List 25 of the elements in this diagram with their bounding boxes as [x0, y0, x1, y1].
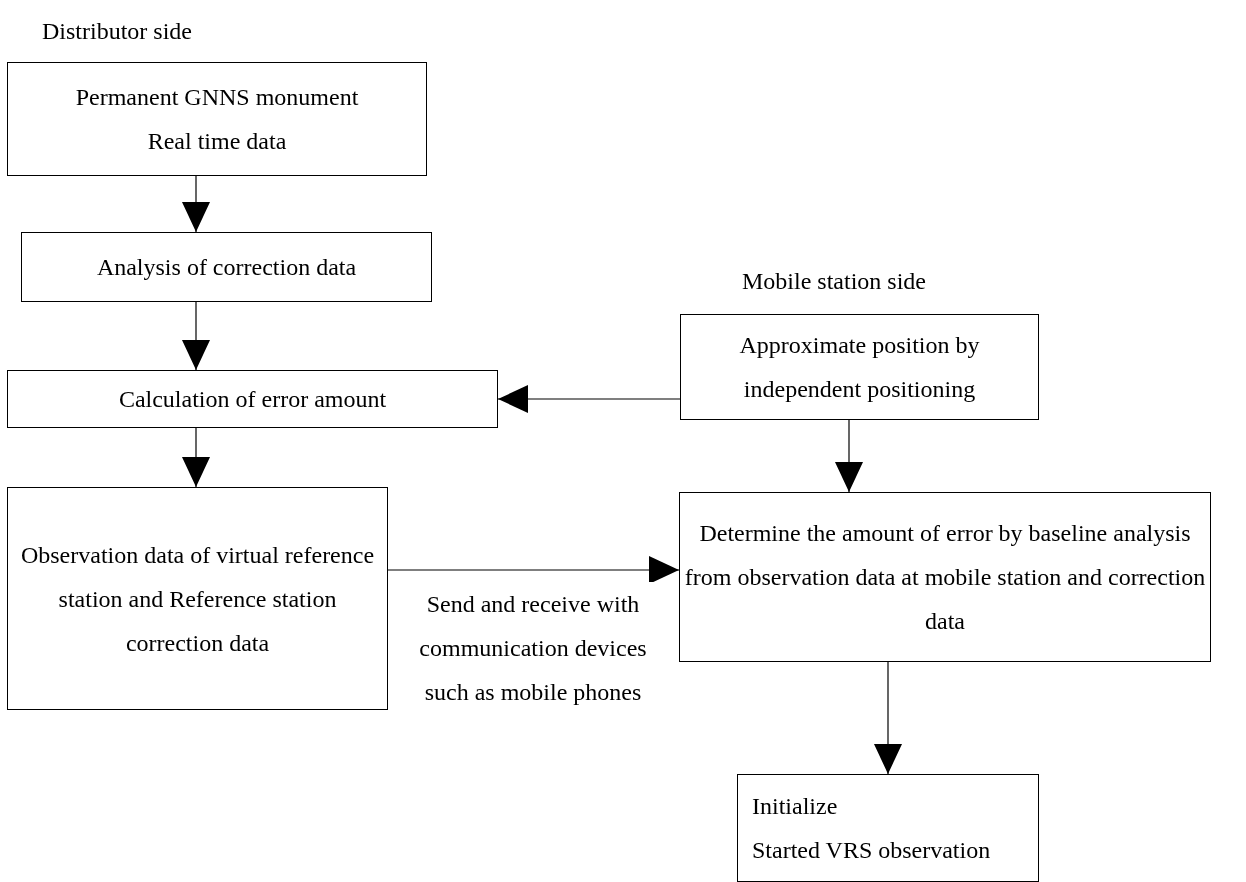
- process-box: [737, 774, 1039, 882]
- box-text: Permanent GNNS monument: [75, 83, 359, 112]
- box-text: Determine the amount of error by baseline analysis from observation data at mobile station and correction data: [683, 519, 1207, 636]
- process-box: [7, 62, 427, 176]
- box-text: Started VRS observation: [752, 836, 991, 865]
- arrow: [874, 661, 902, 775]
- box-text: Initialize: [752, 792, 838, 821]
- process-box: [21, 232, 432, 302]
- side-label: Mobile station side: [742, 268, 926, 295]
- arrow: [387, 556, 680, 584]
- box-text: Calculation of error amount: [118, 385, 387, 414]
- arrow: [497, 385, 681, 413]
- box-text: Real time data: [147, 127, 287, 156]
- arrow: [182, 175, 210, 233]
- arrow: [835, 419, 863, 493]
- box-text: Approximate position by independent positioning: [738, 331, 981, 404]
- arrow: [182, 301, 210, 371]
- process-box: [7, 370, 498, 428]
- process-box: [7, 487, 388, 710]
- process-box: [679, 492, 1211, 662]
- box-text: Observation data of virtual reference station and Reference station correction data: [19, 540, 376, 658]
- arrow: [182, 427, 210, 488]
- box-text: Analysis of correction data: [96, 253, 357, 282]
- side-label: Distributor side: [42, 18, 192, 45]
- process-box: [680, 314, 1039, 420]
